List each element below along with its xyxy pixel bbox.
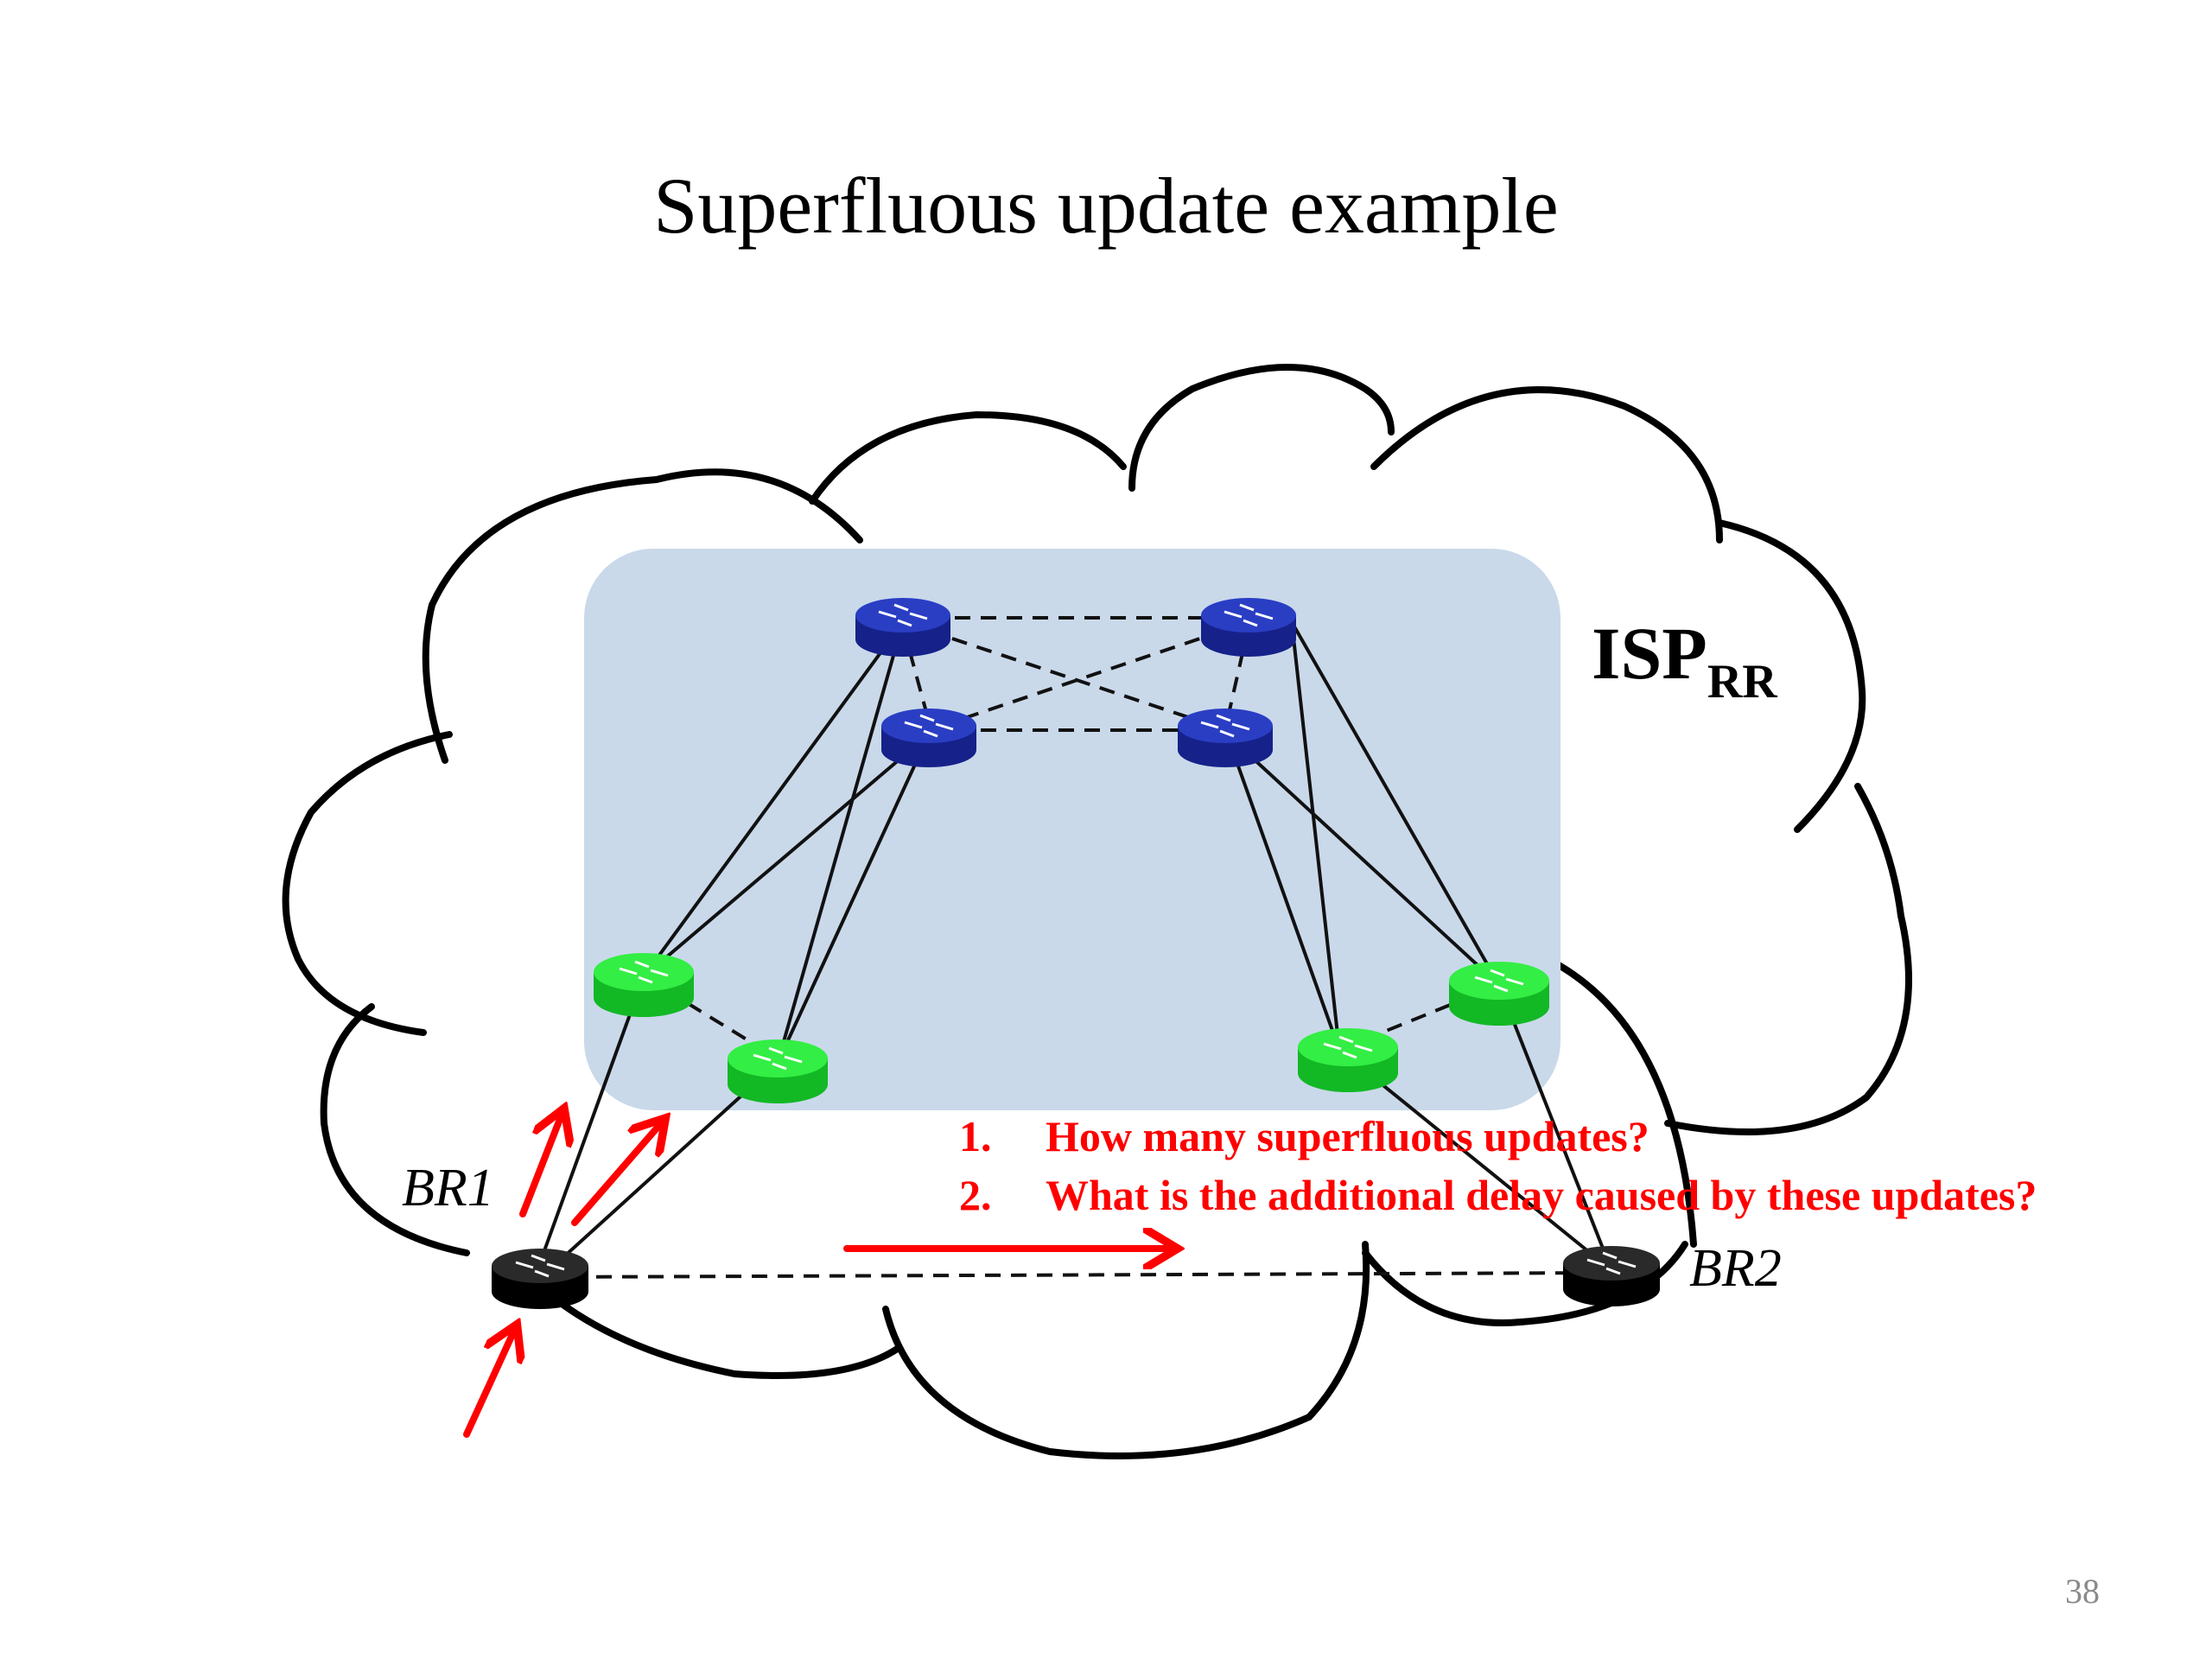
solid-links (534, 620, 1613, 1276)
isp-label: ISPRR (1592, 612, 1777, 709)
arrow-incoming (463, 1331, 514, 1438)
border-router-br2 (1563, 1246, 1660, 1306)
rr-router-top-left (855, 598, 950, 657)
isp-subscript: RR (1707, 655, 1777, 709)
slide-title: Superfluous update example (653, 162, 1559, 250)
br1-label: BR1 (402, 1159, 494, 1217)
br2-label: BR2 (1689, 1239, 1782, 1298)
rr-router-top-right (1201, 598, 1296, 657)
question-2-text: What is the additional delay caused by t… (1046, 1171, 2037, 1219)
client-router-left-1 (594, 953, 694, 1017)
arrow-up-2 (571, 1123, 661, 1226)
page-number: 38 (2065, 1572, 2100, 1611)
client-router-left-2 (728, 1039, 828, 1103)
update-arrows (463, 1115, 1171, 1438)
question-1-text: How many superfluous updates? (1046, 1112, 1649, 1160)
client-router-right-1 (1298, 1028, 1398, 1092)
arrow-up-1 (519, 1115, 562, 1217)
border-router-br1 (492, 1249, 588, 1309)
question-1-number: 1. (959, 1112, 992, 1160)
cloud-outline (282, 364, 1912, 1459)
isp-box (584, 549, 1560, 1110)
rr-router-mid-left (881, 709, 976, 767)
question-2-number: 2. (959, 1171, 992, 1219)
rr-router-mid-right (1178, 709, 1273, 767)
questions: 1. How many superfluous updates? 2. What… (959, 1112, 2037, 1219)
client-router-right-2 (1449, 962, 1549, 1026)
